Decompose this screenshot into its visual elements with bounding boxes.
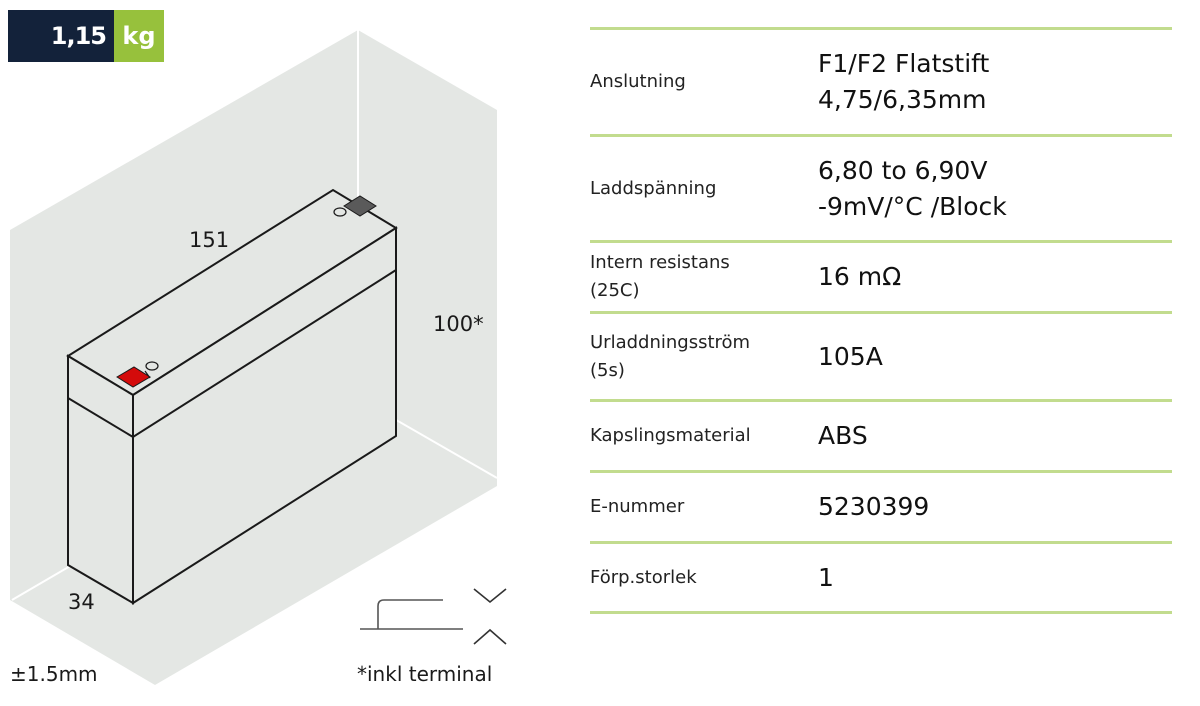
weight-badge: 1,15 kg [8, 10, 164, 62]
spec-value: 1 [818, 562, 834, 592]
spec-label: Anslutning [590, 71, 686, 92]
spec-value: 6,80 to 6,90V [818, 155, 988, 185]
spec-label: Intern resistans [590, 252, 730, 273]
spec-row: Intern resistans (25C) 16 mΩ [590, 240, 1172, 311]
battery-side-face [132, 226, 397, 605]
weight-unit: kg [114, 10, 164, 62]
battery-dimension-drawing [10, 30, 507, 685]
spec-row: Kapslingsmaterial ABS [590, 399, 1172, 470]
spec-row: Urladdningsström (5s) 105A [590, 311, 1172, 399]
spec-value: 16 mΩ [818, 262, 902, 291]
terminal-profile-icon [360, 599, 463, 630]
spec-value: 5230399 [818, 492, 930, 521]
spec-row: Förp.storlek 1 [590, 541, 1172, 614]
spec-value: 4,75/6,35mm [818, 85, 987, 114]
spec-label: Kapslingsmaterial [590, 425, 751, 446]
spec-label: Förp.storlek [590, 566, 697, 588]
spec-label: Laddspänning [590, 177, 717, 199]
spec-label-sub: (5s) [590, 359, 625, 381]
spec-value: F1/F2 Flatstift [818, 49, 990, 78]
weight-value: 1,15 [8, 10, 114, 62]
terminal-note: *inkl terminal [357, 662, 493, 686]
height-label: 100* [433, 312, 484, 336]
spec-row: E-nummer 5230399 [590, 470, 1172, 541]
spec-value: -9mV/°C /Block [818, 191, 1007, 221]
chevron-icons [473, 588, 507, 645]
battery-front-face [67, 354, 134, 605]
spec-value: 105A [818, 341, 883, 371]
length-label: 151 [189, 228, 230, 252]
spec-table: Anslutning F1/F2 Flatstift 4,75/6,35mm L… [590, 27, 1172, 614]
spec-row: Anslutning F1/F2 Flatstift 4,75/6,35mm [590, 27, 1172, 134]
spec-label-sub: (25C) [590, 280, 640, 301]
tolerance-label: ±1.5mm [10, 662, 98, 686]
negative-terminal-icon [343, 195, 377, 217]
spec-label: E-nummer [590, 496, 685, 517]
spec-value: ABS [818, 421, 868, 450]
width-label: 34 [68, 590, 95, 614]
spec-row: Laddspänning 6,80 to 6,90V -9mV/°C /Bloc… [590, 134, 1172, 240]
spec-label: Urladdningsström [590, 331, 751, 353]
